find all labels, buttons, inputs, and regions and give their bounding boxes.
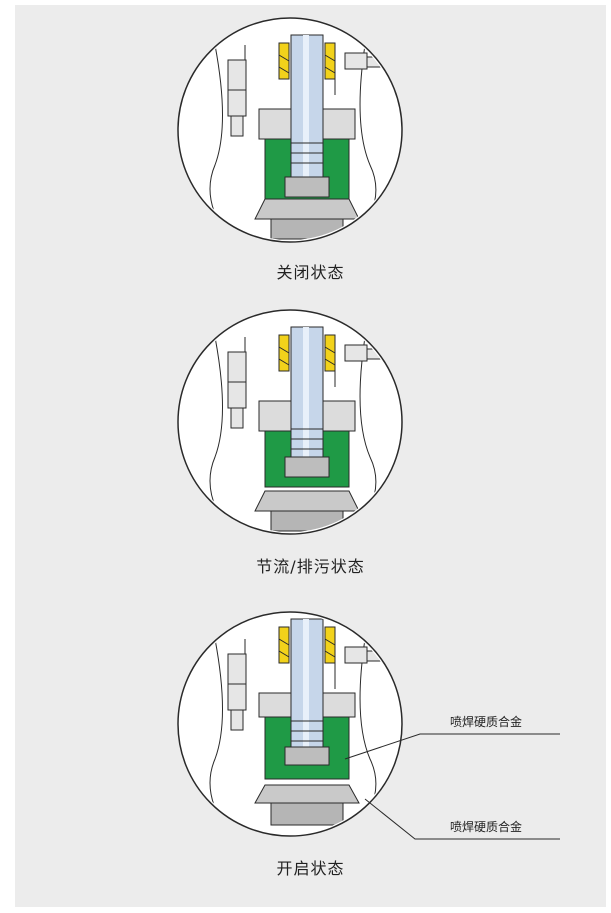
state-caption: 关闭状态: [276, 263, 345, 282]
valve-view-open: 喷焊硬质合金 喷焊硬质合金 开启状态: [15, 599, 606, 878]
valve-view-throttling: 节流/排污状态: [15, 297, 606, 576]
valve-view-closed: 关闭状态: [15, 5, 606, 282]
valve-throttling-illustration: [177, 309, 403, 535]
hardfacing-callout-lower: 喷焊硬质合金: [450, 820, 523, 834]
valve-open-illustration: [177, 611, 560, 840]
hardfacing-callout-upper: 喷焊硬质合金: [450, 715, 523, 729]
valve-closed-illustration: [177, 17, 403, 243]
state-caption: 节流/排污状态: [256, 557, 365, 576]
diagram-panel: 关闭状态: [15, 5, 606, 907]
state-caption: 开启状态: [276, 859, 345, 878]
